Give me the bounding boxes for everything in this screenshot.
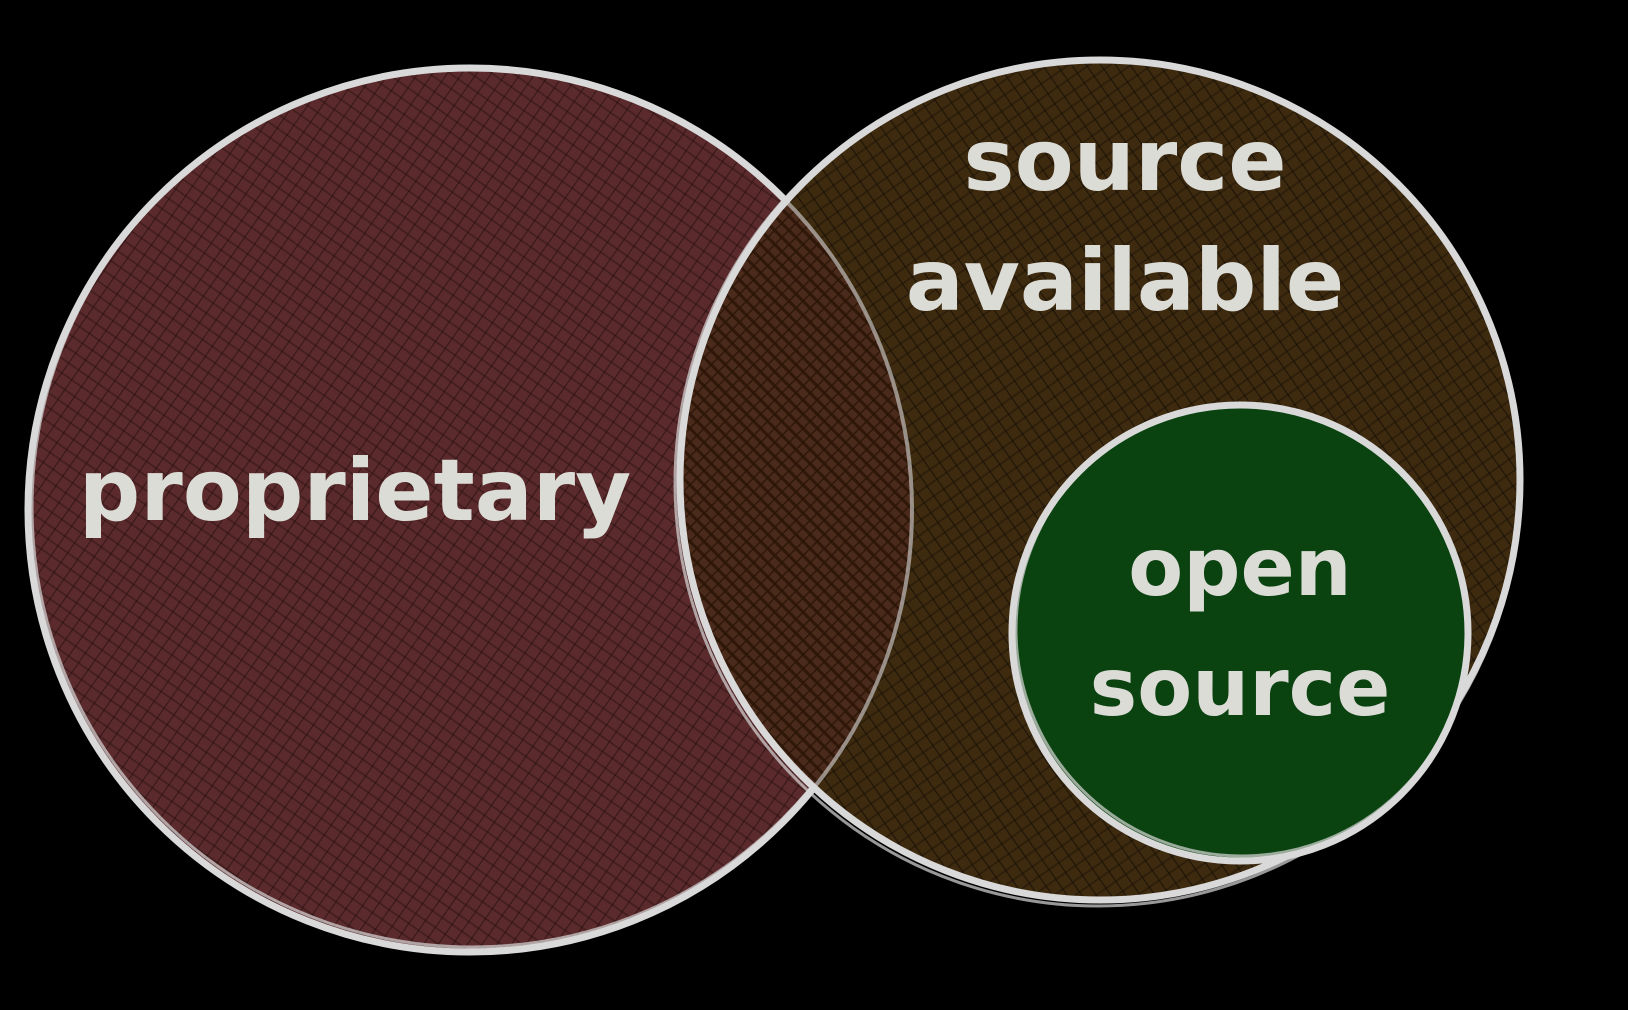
label-source-available-line1: source (963, 111, 1286, 211)
label-source-available-line2: available (906, 231, 1344, 331)
set-open-source (1008, 401, 1472, 865)
label-open-source-line1: open (1128, 521, 1351, 614)
label-open-source-line2: source (1090, 641, 1391, 734)
label-proprietary: proprietary (79, 441, 631, 541)
proprietary-circle (28, 68, 912, 952)
open-source-circle (1012, 405, 1468, 861)
